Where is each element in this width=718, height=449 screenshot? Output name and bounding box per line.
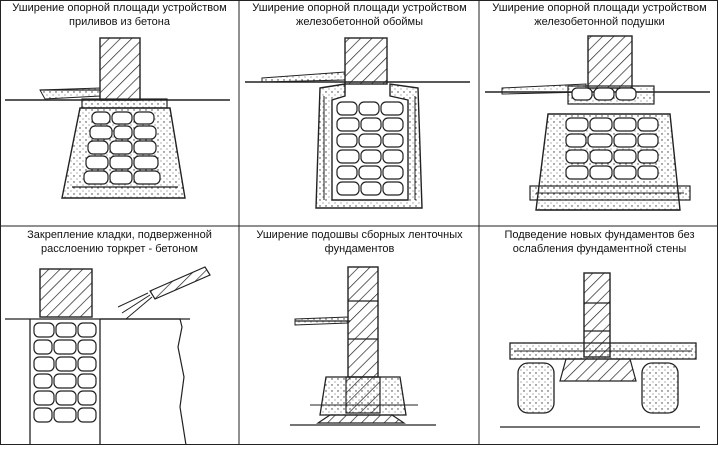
panel-caption: Уширение опорной площади устройством при…: [12, 2, 227, 28]
panel-drawing: [5, 37, 230, 199]
panel-shotcrete: Закрепление кладки, подверженной расслое…: [0, 227, 239, 449]
panel-new-foundations: Подведение новых фундаментов без ослабле…: [480, 227, 718, 449]
panel-drawing: [245, 37, 470, 209]
panel-rc-jacket: Уширение опорной площади устройством жел…: [240, 0, 479, 222]
panel-caption: Уширение опорной площади устройством жел…: [492, 2, 707, 28]
panel-drawing: [5, 266, 211, 445]
panel-caption: Уширение подошвы сборных ленточных фунда…: [256, 229, 463, 255]
panel-drawing: [485, 35, 710, 211]
panel-rc-pad: Уширение опорной площади устройством жел…: [480, 0, 718, 222]
panel-concrete-buttresses: Уширение опорной площади устройством при…: [0, 0, 239, 222]
panel-caption: Закрепление кладки, подверженной расслое…: [27, 229, 212, 255]
panel-drawing: [290, 266, 436, 426]
panel-drawing: [500, 272, 700, 428]
panel-caption: Подведение новых фундаментов без ослабле…: [504, 229, 695, 255]
panel-caption: Уширение опорной площади устройством жел…: [252, 2, 467, 28]
panel-precast-strip: Уширение подошвы сборных ленточных фунда…: [240, 227, 479, 449]
